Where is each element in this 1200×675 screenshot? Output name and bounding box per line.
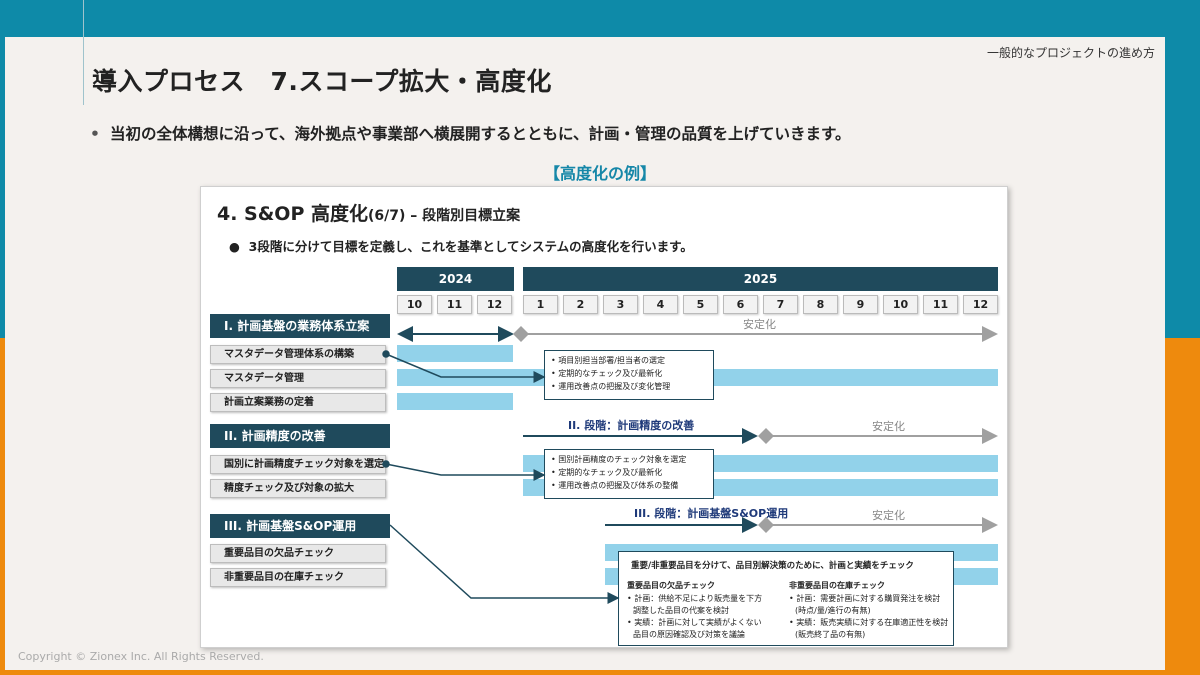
task-planning-establishment: 計画立案業務の定着 xyxy=(210,393,386,412)
note-item: 定期的なチェック及び最新化 xyxy=(551,466,707,479)
phase-3-header: III. 計画基盤S&OP運用 xyxy=(210,514,390,538)
phase-1-note: 項目別担当部署/担当者の選定 定期的なチェック及び最新化 運用改善点の把握及び変… xyxy=(544,350,714,400)
phase-2-note: 国別計画精度のチェック対象を選定 定期的なチェック及び最新化 運用改善点の把握及… xyxy=(544,449,714,499)
phase-2-timeline-label: II. 段階：計画精度の改善 xyxy=(568,419,695,432)
month-2025-11: 11 xyxy=(923,295,958,314)
task-select-accuracy-targets: 国別に計画精度チェック対象を選定 xyxy=(210,455,386,474)
month-2025-5: 5 xyxy=(683,295,718,314)
note-left-actual-cont: 品目の原因確認及び対策を議論 xyxy=(633,630,745,639)
note-item: 項目別担当部署/担当者の選定 xyxy=(551,354,707,367)
note-item: 運用改善点の把握及び体系の整備 xyxy=(551,479,707,492)
month-2025-4: 4 xyxy=(643,295,678,314)
year-2025: 2025 xyxy=(523,267,998,291)
task-critical-stockout-check: 重要品目の欠品チェック xyxy=(210,544,386,563)
note-left-actual: • 実績：計画に対して実績がよくない xyxy=(627,618,762,627)
note-right-actual: • 実績：販売実績に対する在庫適正性を検討 xyxy=(789,618,949,627)
intro-bullet-text: 当初の全体構想に沿って、海外拠点や事業部へ横展開するとともに、計画・管理の品質を… xyxy=(110,125,851,143)
phase-3-timeline-label: III. 段階：計画基盤S&OP運用 xyxy=(634,507,789,520)
note-right-plan: • 計画：需要計画に対する購買発注を検討 xyxy=(789,594,941,603)
card-bullet: ● 3段階に分けて目標を定義し、これを基準としてシステムの高度化を行います。 xyxy=(229,239,693,254)
note-left-plan-cont: 調整した品目の代案を検討 xyxy=(633,606,729,615)
month-2024-12: 12 xyxy=(477,295,512,314)
month-2025-12: 12 xyxy=(963,295,998,314)
card-title: 4. S&OP 高度化(6/7) – 段階別目標立案 xyxy=(217,199,520,226)
note-item: 国別計画精度のチェック対象を選定 xyxy=(551,453,707,466)
month-2025-8: 8 xyxy=(803,295,838,314)
copyright: Copyright © Zionex Inc. All Rights Reser… xyxy=(18,650,264,663)
gantt-bar xyxy=(397,393,513,410)
month-2025-2: 2 xyxy=(563,295,598,314)
timeline-arrows xyxy=(382,326,998,604)
note-item: 運用改善点の把握及び変化管理 xyxy=(551,380,707,393)
note-left-title: 重要品目の欠品チェック xyxy=(627,581,715,590)
note-left-plan: • 計画：供給不足により販売量を下方 xyxy=(627,594,763,603)
phase-3-note-left: 重要品目の欠品チェック • 計画：供給不足により販売量を下方 調整した品目の代案… xyxy=(627,580,787,641)
phase-3-note-header: 重要/非重要品目を分けて、品目別解決策のために、計画と実績をチェック xyxy=(631,561,914,571)
month-2024-11: 11 xyxy=(437,295,472,314)
note-right-actual-cont: (販売終了品の有無) xyxy=(795,630,866,639)
note-right-title: 非重要品目の在庫チェック xyxy=(789,581,885,590)
month-2025-6: 6 xyxy=(723,295,758,314)
phase-3-note-right: 非重要品目の在庫チェック • 計画：需要計画に対する購買発注を検討 (時点/量/… xyxy=(789,580,949,641)
note-item: 定期的なチェック及び最新化 xyxy=(551,367,707,380)
task-noncritical-inventory-check: 非重要品目の在庫チェック xyxy=(210,568,386,587)
month-2025-9: 9 xyxy=(843,295,878,314)
phase-3-note: 重要/非重要品目を分けて、品目別解決策のために、計画と実績をチェック 重要品目の… xyxy=(618,551,954,646)
month-2024-10: 10 xyxy=(397,295,432,314)
task-master-data-structure: マスタデータ管理体系の構築 xyxy=(210,345,386,364)
phase-2-header: II. 計画精度の改善 xyxy=(210,424,390,448)
task-accuracy-check-expansion: 精度チェック及び対象の拡大 xyxy=(210,479,386,498)
phase-1-header: I. 計画基盤の業務体系立案 xyxy=(210,314,390,338)
phase-2-connector xyxy=(382,460,546,481)
intro-bullet: •当初の全体構想に沿って、海外拠点や事業部へ横展開するとともに、計画・管理の品質… xyxy=(90,125,851,143)
month-2025-7: 7 xyxy=(763,295,798,314)
phase-1-connector xyxy=(382,350,546,383)
card-title-page: (6/7) xyxy=(368,208,406,224)
card-title-sub: – 段階別目標立案 xyxy=(405,208,521,224)
page-title: 導入プロセス 7.スコープ拡大・高度化 xyxy=(92,67,552,96)
card-bullet-text: 3段階に分けて目標を定義し、これを基準としてシステムの高度化を行います。 xyxy=(248,239,693,254)
card-title-main: 4. S&OP 高度化 xyxy=(217,203,368,225)
title-divider xyxy=(83,0,84,105)
diagram-card: 4. S&OP 高度化(6/7) – 段階別目標立案 ● 3段階に分けて目標を定… xyxy=(200,186,1008,648)
month-2025-1: 1 xyxy=(523,295,558,314)
example-label: 【高度化の例】 xyxy=(543,164,656,183)
month-2025-10: 10 xyxy=(883,295,918,314)
note-right-plan-cont: (時点/量/進行の有無) xyxy=(795,606,871,615)
month-2025-3: 3 xyxy=(603,295,638,314)
corner-label: 一般的なプロジェクトの進め方 xyxy=(986,46,1155,60)
phase-3-connector xyxy=(389,524,620,604)
year-2024: 2024 xyxy=(397,267,514,291)
